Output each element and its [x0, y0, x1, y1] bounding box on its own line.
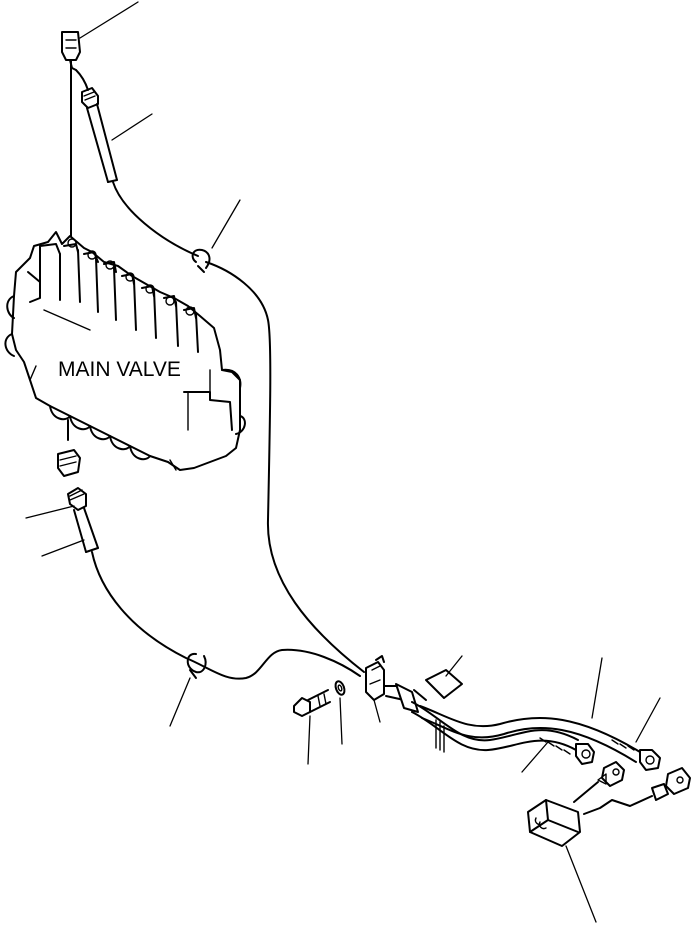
mounting-bracket: [365, 655, 385, 701]
leader-line-top-fitting: [79, 1, 139, 39]
washer: [334, 680, 346, 696]
main-valve-label: MAIN VALVE: [58, 358, 181, 381]
tube-upper-to-clamp: [112, 181, 199, 257]
leader-line-lower-fitting: [25, 505, 75, 519]
lower-hose: [67, 487, 99, 553]
pressure-switch-b: [651, 767, 691, 801]
leader-line-bolt: [307, 715, 311, 765]
long-tube: [205, 261, 365, 673]
leader-line-upper-clamp: [211, 199, 241, 249]
upper-clamp: [191, 248, 211, 273]
leader-line-washer: [339, 697, 343, 745]
wire-b: [583, 795, 653, 815]
lower-elbow-fitting: [57, 449, 81, 477]
connector-box: [527, 799, 581, 847]
pressure-switch-a: [597, 761, 625, 787]
leader-line-upper-hose: [111, 113, 153, 141]
upper-hose: [75, 69, 118, 183]
leader-line-connector: [565, 845, 597, 923]
leader-line-hose-b2: [635, 697, 661, 743]
right-hose-a: [539, 737, 595, 765]
leader-line-bracket: [373, 699, 381, 723]
leader-line-lower-clamp: [169, 677, 191, 727]
leader-line-cover: [445, 655, 463, 677]
bolt: [293, 689, 331, 717]
protective-cover: [425, 669, 463, 699]
tube-bundle: [383, 683, 641, 763]
leader-line-hose-a: [521, 741, 549, 773]
right-hose-b: [611, 739, 661, 771]
tube-lower: [91, 551, 361, 680]
lower-clamp: [186, 652, 207, 679]
leader-line-hose-b: [591, 657, 603, 719]
main-valve: [4, 231, 246, 471]
wire-a: [573, 781, 599, 803]
leader-line-lower-hose: [41, 539, 85, 557]
